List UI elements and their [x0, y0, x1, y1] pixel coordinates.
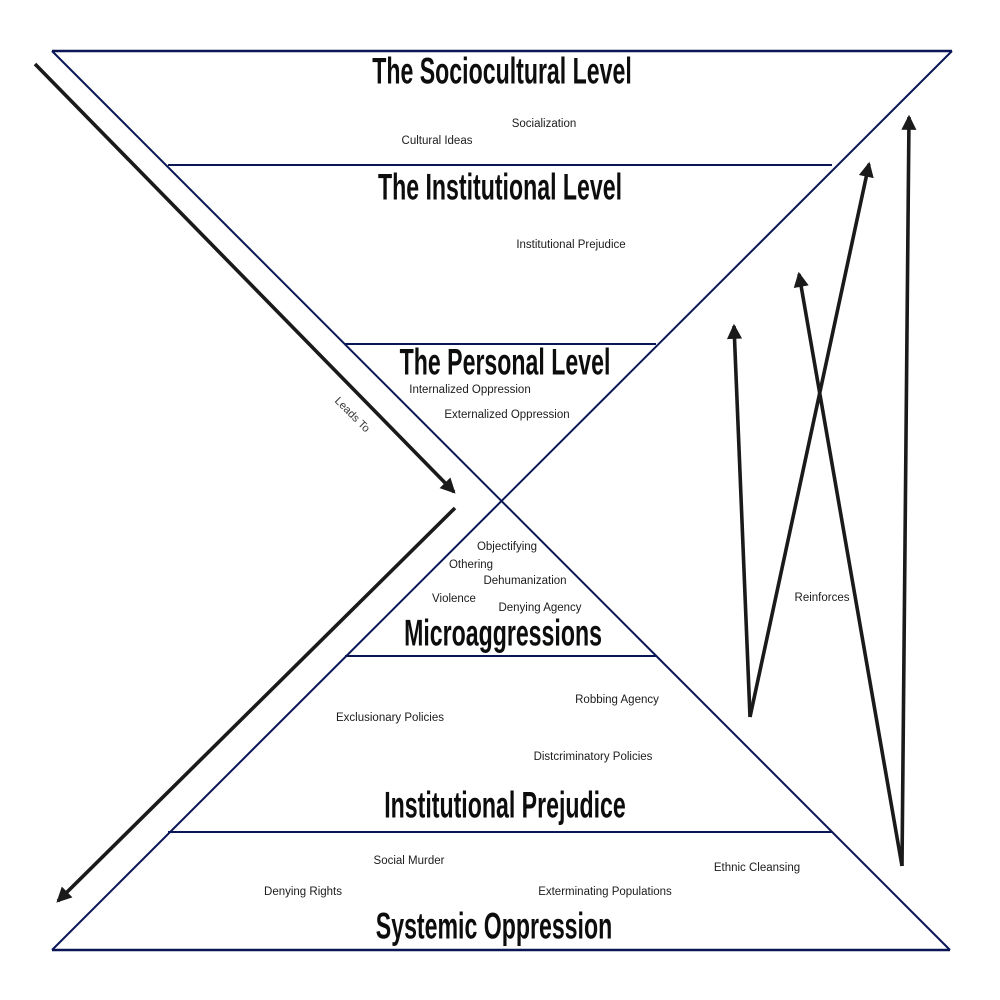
diagonal-topright-bottomleft-line [51, 50, 953, 951]
label-socialization: Socialization [511, 118, 577, 130]
label-institutional-prejudice-item: Institutional Prejudice [516, 239, 626, 251]
label-exclusionary-policies: Exclusionary Policies [335, 712, 445, 724]
level-title-microaggressions-text: Microaggressions [404, 612, 602, 655]
level-title-sociocultural: The Sociocultural Level [311, 50, 693, 93]
level-title-institutional-prejudice-text: Institutional Prejudice [384, 784, 626, 827]
label-ethnic-cleansing: Ethnic Cleansing [713, 862, 801, 874]
level-title-sociocultural-text: The Sociocultural Level [372, 50, 632, 93]
level-title-institutional-prejudice: Institutional Prejudice [327, 784, 682, 827]
label-robbing-agency: Robbing Agency [575, 694, 659, 706]
reinforces-arrow-3 [793, 271, 904, 867]
label-reinforces: Reinforces [794, 592, 850, 604]
level-title-personal-text: The Personal Level [399, 341, 611, 384]
label-discriminatory-policies: Distcriminatory Policies [533, 751, 653, 763]
label-externalized-oppression: Externalized Oppression [444, 409, 570, 421]
label-cultural-ideas: Cultural Ideas [401, 135, 473, 147]
label-exterminating-populations: Exterminating Populations [538, 886, 672, 898]
leads-to-arrow-upper [33, 62, 456, 494]
leads-to-arrow-lower [56, 506, 457, 903]
label-social-murder: Social Murder [373, 855, 445, 867]
level-title-microaggressions: Microaggressions [358, 612, 649, 655]
label-violence: Violence [432, 593, 476, 605]
reinforces-arrow-4 [900, 114, 917, 867]
label-denying-rights: Denying Rights [264, 886, 342, 898]
label-denying-agency: Denying Agency [498, 602, 582, 614]
level-title-systemic-oppression: Systemic Oppression [320, 905, 668, 948]
reinforces-arrow-2 [748, 161, 874, 718]
label-internalized-oppression: Internalized Oppression [409, 384, 531, 396]
label-dehumanization: Dehumanization [483, 575, 567, 587]
label-objectifying: Objectifying [476, 541, 538, 553]
level-title-institutional: The Institutional Level [321, 166, 680, 209]
level-title-institutional-text: The Institutional Level [377, 166, 623, 209]
level-title-systemic-oppression-text: Systemic Oppression [375, 905, 613, 948]
label-othering: Othering [448, 559, 494, 571]
level-title-personal: The Personal Level [350, 341, 660, 384]
reinforces-arrow-1 [726, 323, 752, 718]
